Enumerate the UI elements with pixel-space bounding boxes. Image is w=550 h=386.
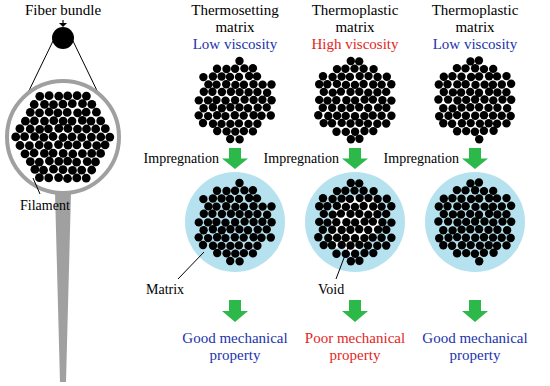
bundle-section <box>7 81 119 193</box>
step-label: Impregnation <box>264 150 339 167</box>
leader-line <box>33 178 40 194</box>
step-label: Impregnation <box>144 150 219 167</box>
part-label: Matrix <box>146 281 184 298</box>
pointer-head <box>59 23 67 27</box>
result-label: Poor mechanical property <box>297 330 413 364</box>
process-arrows <box>222 148 488 322</box>
filaments <box>11 91 114 183</box>
fiber-bundle-dot <box>52 27 74 49</box>
leader-line <box>336 242 350 279</box>
matrix-area <box>185 172 285 272</box>
column-heading: Thermosetting matrix <box>179 2 291 36</box>
viscosity-label: Low viscosity <box>419 36 531 53</box>
filaments <box>195 56 516 143</box>
result-label: Good mechanical property <box>417 330 533 364</box>
column-heading: Thermoplastic matrix <box>419 2 531 36</box>
filament-stem <box>55 192 71 382</box>
filaments <box>195 178 516 265</box>
step-label: Impregnation <box>384 150 459 167</box>
part-label: Filament <box>20 197 70 214</box>
result-label: Good mechanical property <box>177 330 293 364</box>
matrix-area <box>425 172 525 272</box>
part-label: Void <box>318 281 344 298</box>
leader-line <box>178 252 204 279</box>
column-heading: Thermoplastic matrix <box>299 2 411 36</box>
viscosity-label: Low viscosity <box>179 36 291 53</box>
part-label: Fiber bundle <box>3 2 123 19</box>
void-area <box>328 196 381 253</box>
viscosity-label: High viscosity <box>299 36 411 53</box>
matrix-area <box>305 172 405 272</box>
